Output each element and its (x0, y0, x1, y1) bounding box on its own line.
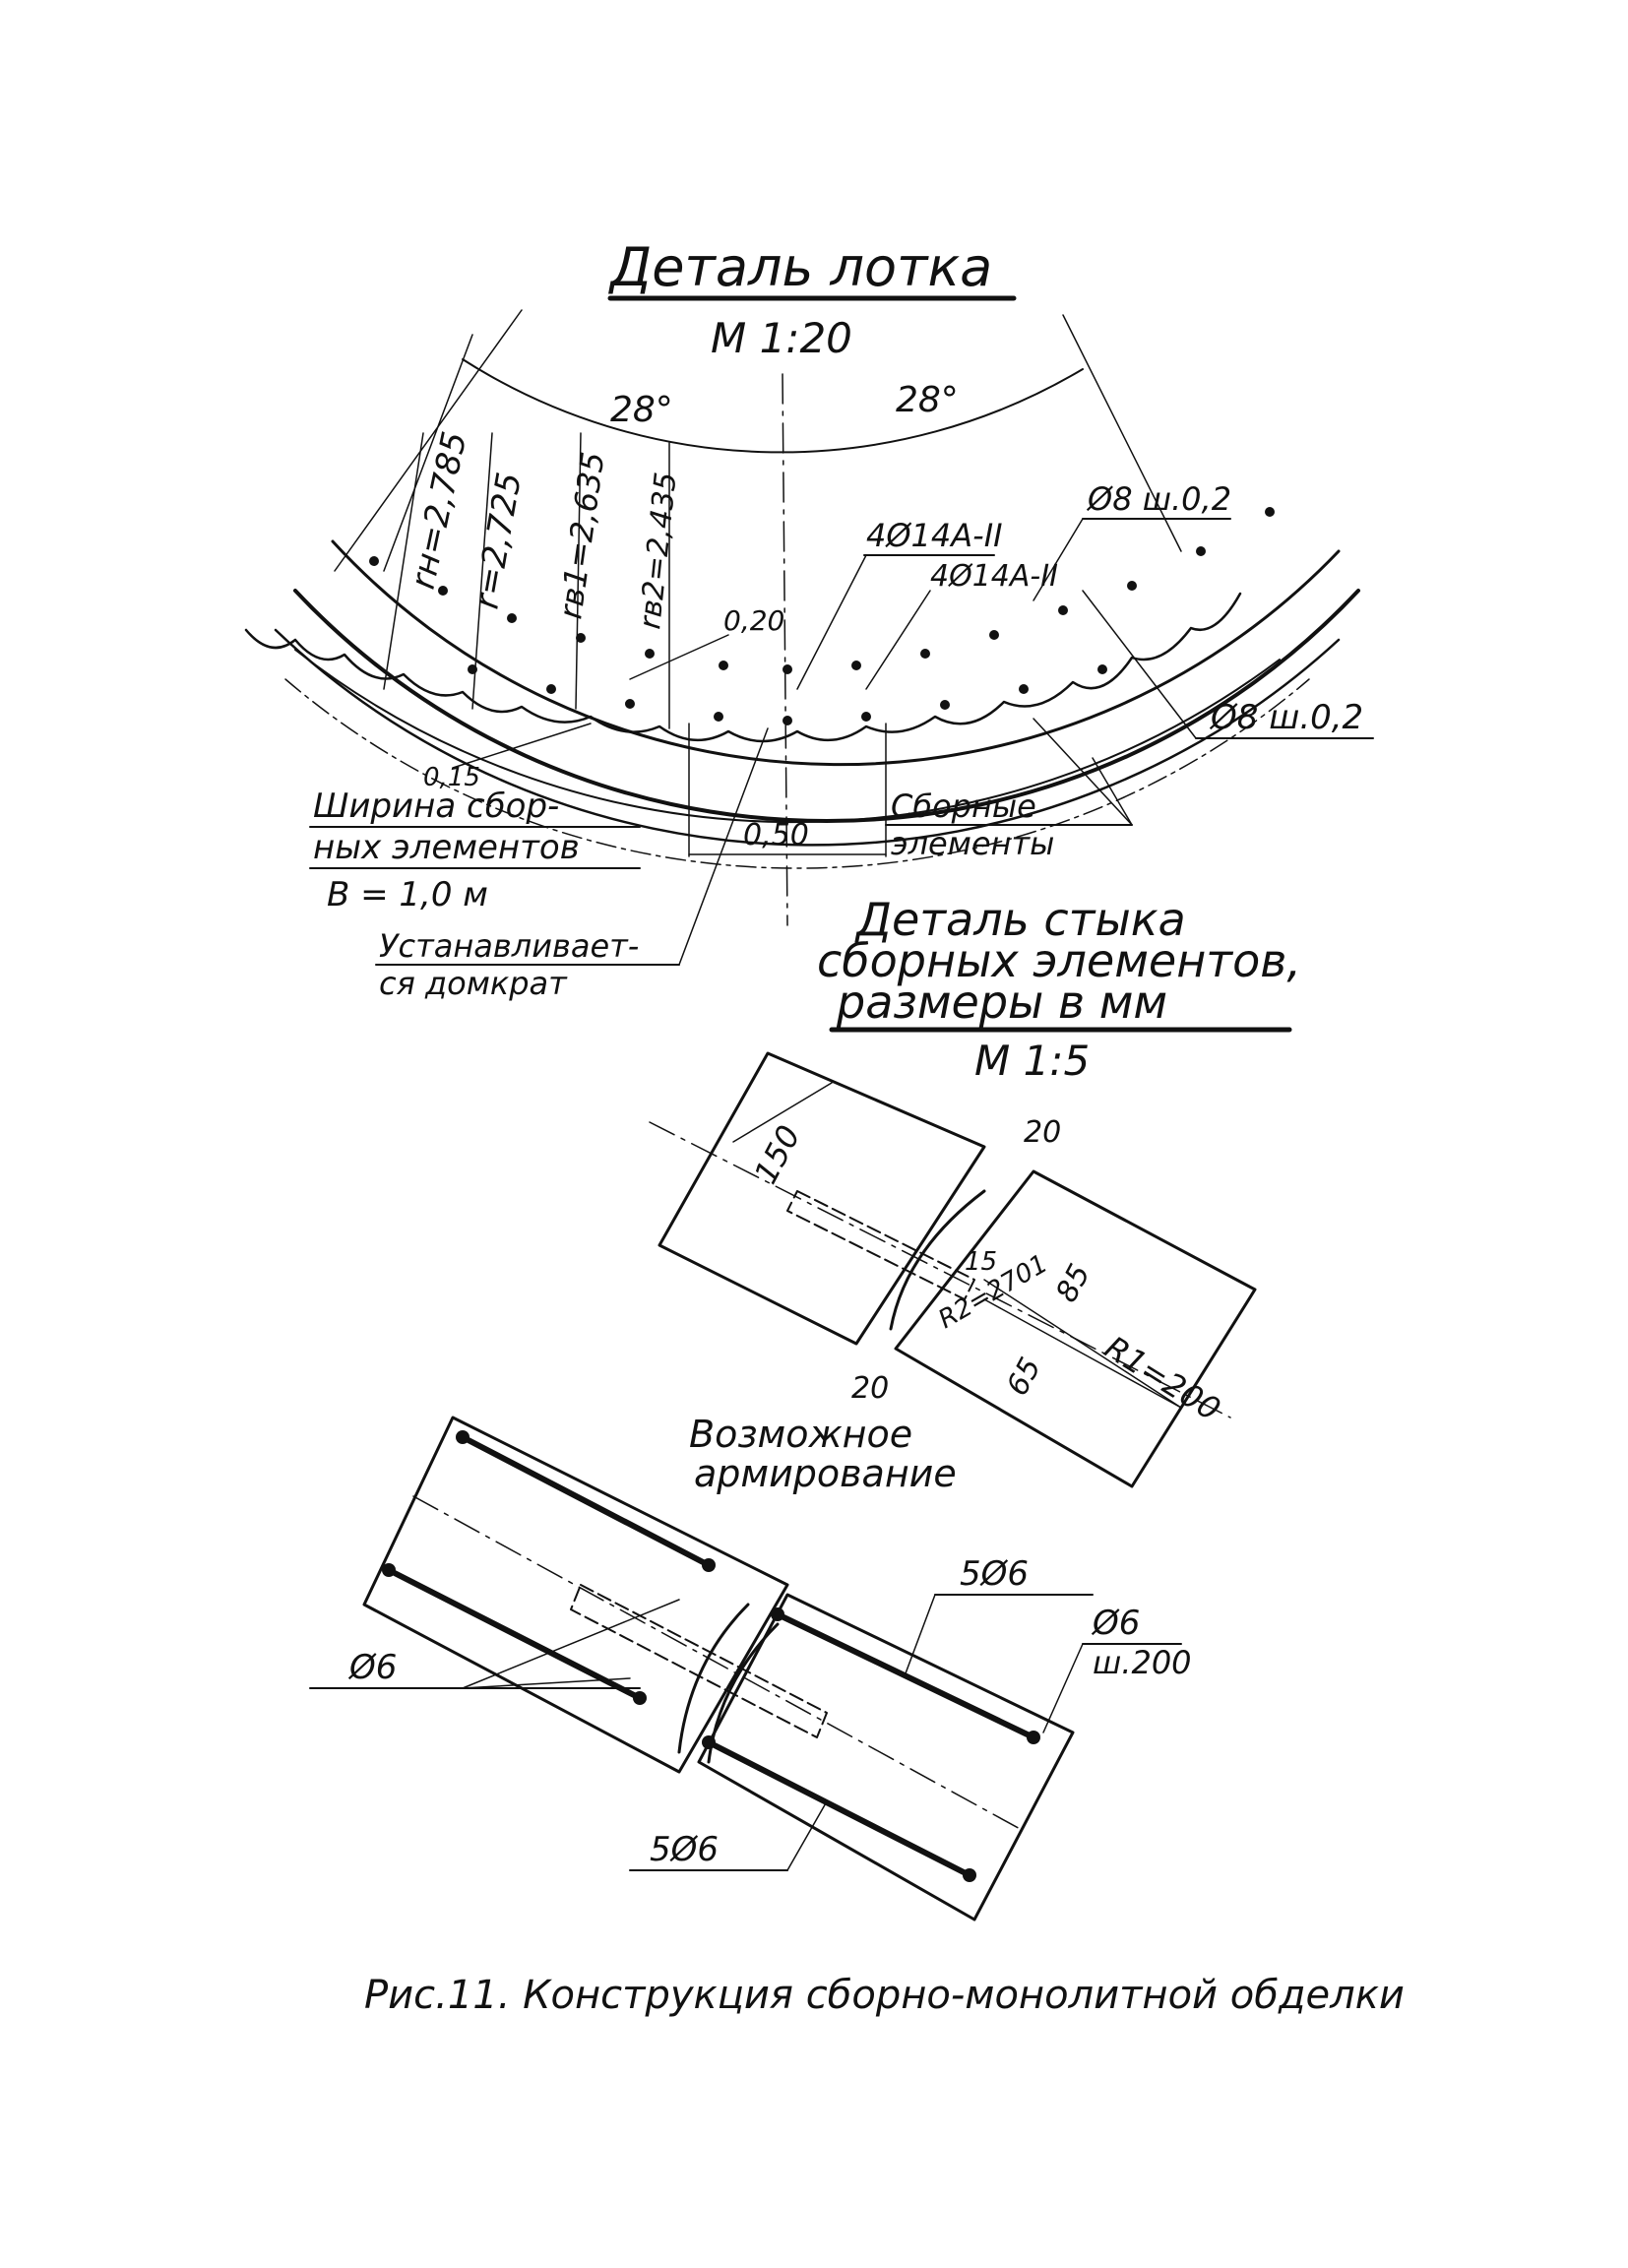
reinf-dowel (570, 1584, 828, 1738)
angle-right-label: 28° (896, 380, 959, 420)
reinf-dot-r4 (963, 1868, 976, 1882)
r-mid-leader (471, 432, 493, 710)
reinf-title-2: армирование (694, 1452, 957, 1495)
bar-top-label: 5Ø6 (960, 1554, 1029, 1594)
r1-label: R1=200 (1098, 1329, 1227, 1428)
reinforcement-detail: Возможное армирование 5Ø6 Ø6 ш.200 Ø6 (309, 1413, 1192, 1922)
figure-caption: Рис.11. Конструкция сборно-монолитной об… (364, 1973, 1405, 2018)
precast-leader-1 (1033, 718, 1133, 826)
dim-15-label: 15 (965, 1247, 997, 1277)
width-label-1: Ширина сбор- (313, 787, 559, 826)
dim-015-leader (452, 723, 592, 769)
center-axis (782, 373, 788, 926)
radial-left-2 (383, 334, 473, 572)
rock-contour (244, 592, 1242, 743)
r1-leader-1 (983, 1279, 1182, 1409)
radial-left (334, 309, 523, 572)
reinf-bar-right-bottom (706, 1739, 972, 1878)
dim-050-label: 0,50 (743, 818, 809, 852)
stirrup-top-leader (1033, 518, 1084, 601)
joint-title-1: Деталь стыка (854, 893, 1186, 946)
dim-20-top-label: 20 (1024, 1115, 1061, 1150)
dim-85-label: 85 (1049, 1259, 1097, 1308)
bar-bottom-leader (786, 1800, 828, 1871)
r-inner1-label: rв1=2,635 (551, 450, 611, 621)
jack-label-2: ся домкрат (379, 965, 568, 1002)
reinf-dot-l2 (702, 1558, 716, 1572)
r-mid-label: r=2,725 (467, 470, 530, 612)
joint-block-left (657, 1051, 986, 1346)
dim-150-line (732, 1082, 833, 1143)
bar-top-leader (905, 1594, 936, 1674)
joint-axis (649, 1121, 1231, 1418)
joint-title-3: размеры в мм (836, 976, 1167, 1029)
angle-arc (462, 358, 1084, 454)
reinf-joint-curve (677, 1603, 750, 1754)
phi6-left-leader-1 (462, 1599, 680, 1689)
bar-bottom-label: 5Ø6 (650, 1830, 719, 1869)
dim-020-label: 0,20 (723, 604, 784, 637)
joint-block-right (894, 1169, 1257, 1488)
reinf-element-left (362, 1416, 789, 1774)
dim-150-label: 150 (747, 1119, 808, 1190)
phi6-right-label: Ø6 (1091, 1604, 1140, 1643)
joint-scale: М 1:5 (974, 1037, 1090, 1085)
rebar-main-1-leader (796, 554, 867, 690)
stirrup-top-label: Ø8 ш.0,2 (1086, 480, 1231, 518)
tray-detail: Деталь лотка М 1:20 28° 28° (244, 236, 1374, 1002)
tray-rebar-dots (369, 507, 1275, 725)
phi6-left-label: Ø6 (347, 1648, 397, 1687)
lining-inner-arc (294, 649, 1281, 824)
rebar-main-1-label: 4Ø14А-II (866, 517, 1003, 554)
reinf-dot-r1 (771, 1607, 784, 1621)
reinf-axis (412, 1495, 1025, 1832)
r-inner2-label: rв2=2,435 (633, 471, 684, 631)
lining-outer-arc (331, 539, 1341, 767)
tray-scale: М 1:20 (711, 314, 852, 362)
width-label-2: ных элементов (313, 828, 580, 867)
jack-label-1: Устанавливает- (379, 927, 639, 965)
precast-leader-2 (1092, 757, 1133, 826)
reinf-bar-left-top (460, 1434, 712, 1568)
tray-title: Деталь лотка (608, 236, 992, 298)
phi6-left-leader-2 (462, 1677, 631, 1689)
rebar-main-2-label: 4Ø14А-II (930, 559, 1058, 594)
joint-detail: Деталь стыка сборных элементов, размеры … (649, 893, 1301, 1488)
precast-label-1: Сборные (891, 788, 1036, 825)
r-inner1-leader (575, 432, 582, 710)
reinf-joint-curve-2 (707, 1622, 780, 1764)
angle-left-label: 28° (610, 390, 673, 430)
r-outer-leader (383, 432, 424, 690)
rebar-main-2-leader (865, 590, 931, 690)
precast-label-2: элементы (891, 825, 1054, 862)
r-outer-label: rн=2,785 (404, 428, 475, 593)
jack-leader (678, 727, 769, 966)
dim-65-label: 65 (1000, 1353, 1048, 1402)
joint-curve (889, 1189, 986, 1331)
joint-dowel (786, 1190, 975, 1300)
lining-mid-arc (274, 628, 1341, 847)
stirrup-bottom-leader (1082, 590, 1197, 739)
reinf-dot-l3 (382, 1563, 396, 1577)
radial-right (1062, 314, 1182, 552)
joint-title-2: сборных элементов, (817, 934, 1301, 987)
phi6-right-leader (1042, 1643, 1084, 1733)
dim-020-leader (629, 634, 729, 680)
spacing-right-label: ш.200 (1093, 1644, 1192, 1681)
dim-015-label: 0,15 (423, 763, 480, 792)
dim-20-bottom-label: 20 (851, 1371, 889, 1406)
reinf-dot-l1 (456, 1430, 470, 1444)
reinf-dot-r2 (1027, 1731, 1040, 1744)
stirrup-bottom-label: Ø8 ш.0,2 (1209, 698, 1363, 737)
lining-axis-arc (284, 678, 1310, 869)
reinf-title-1: Возможное (689, 1413, 912, 1456)
reinf-bar-right-top (775, 1611, 1036, 1740)
width-value: В = 1,0 м (327, 875, 488, 914)
r1-leader-2 (983, 1298, 1182, 1409)
reinf-dot-l4 (633, 1691, 647, 1705)
reinf-element-right (697, 1593, 1075, 1922)
reinf-bar-left-bottom (386, 1567, 643, 1701)
